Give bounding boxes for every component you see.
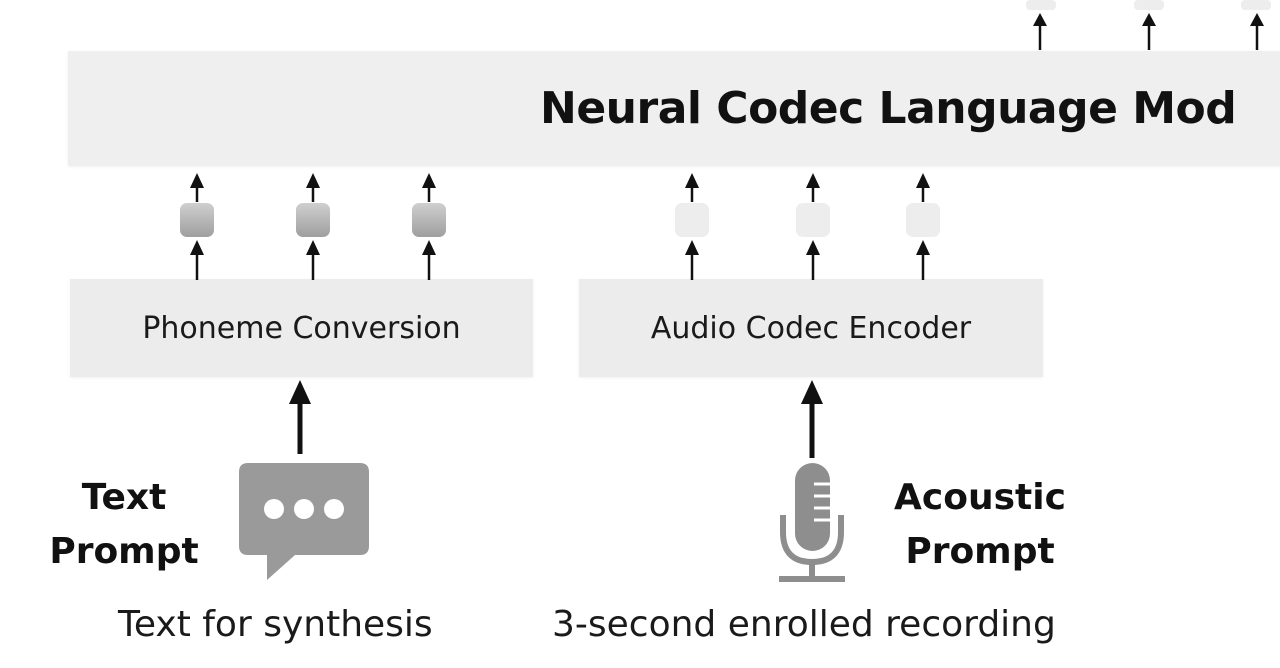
phoneme-token-stack (180, 173, 446, 280)
acoustic-prompt-caption: 3-second enrolled recording (552, 604, 1056, 645)
chat-bubble-icon (239, 463, 369, 580)
phoneme-conversion-label: Phoneme Conversion (142, 310, 461, 346)
audio-codec-encoder-box: Audio Codec Encoder (579, 279, 1043, 377)
text-prompt-line1: Text (81, 477, 167, 518)
text-prompt-caption: Text for synthesis (118, 604, 433, 645)
audio-input-arrow (801, 380, 823, 458)
text-prompt-label: Text Prompt (44, 471, 204, 579)
phoneme-conversion-box: Phoneme Conversion (70, 279, 533, 377)
acoustic-token-stack (675, 173, 940, 280)
output-token-arrows (1026, 0, 1271, 50)
text-input-arrow (289, 380, 311, 454)
neural-codec-language-model-label: Neural Codec Language Mod (540, 83, 1237, 134)
acoustic-prompt-line2: Prompt (905, 531, 1055, 572)
acoustic-prompt-label: Acoustic Prompt (885, 471, 1075, 579)
text-prompt-line2: Prompt (49, 531, 199, 572)
audio-codec-encoder-label: Audio Codec Encoder (650, 310, 972, 346)
microphone-icon (779, 463, 845, 582)
neural-codec-language-model-box (68, 51, 1280, 166)
acoustic-prompt-line1: Acoustic (894, 477, 1066, 518)
